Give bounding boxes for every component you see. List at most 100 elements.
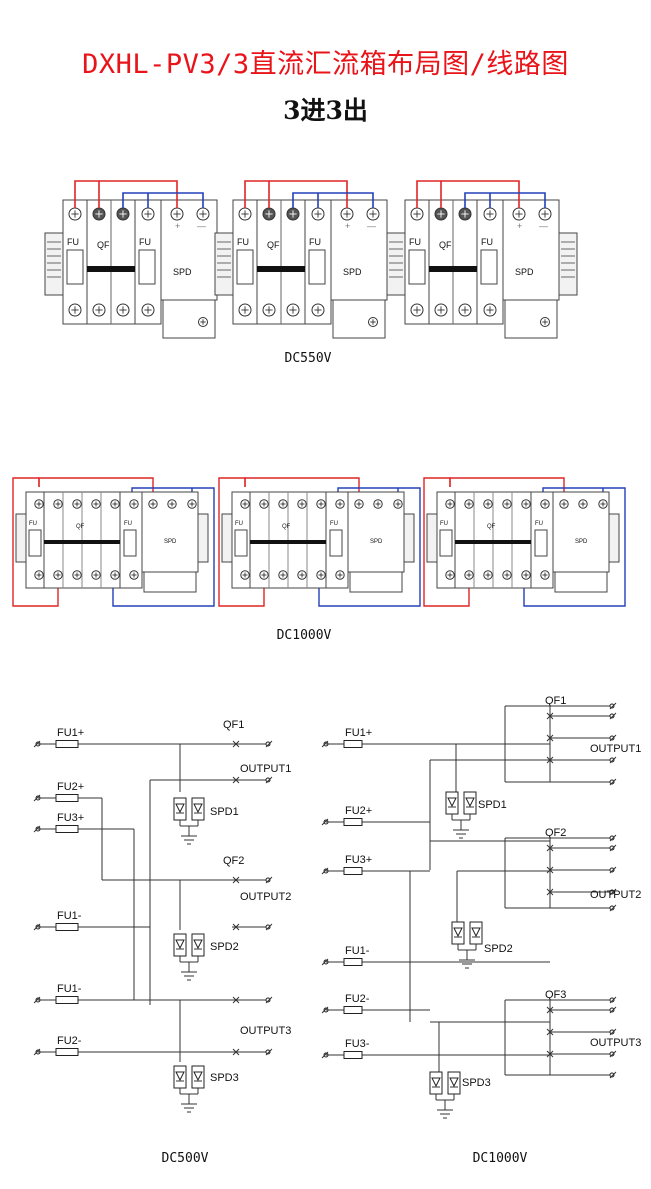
- terminal-slash: [609, 756, 617, 764]
- output-terminal: [609, 867, 615, 873]
- spd-label: SPD2: [210, 941, 239, 953]
- terminal-slash: [609, 1050, 617, 1058]
- spd-arrester-diode: [175, 939, 185, 950]
- terminal-slash: [321, 867, 329, 875]
- spd-base: [349, 571, 403, 593]
- terminal-slash: [265, 923, 273, 931]
- output-terminal: [265, 777, 271, 783]
- breaker-contact: [232, 776, 240, 784]
- spd-label: SPD: [515, 267, 534, 277]
- plus-sign: +: [517, 221, 522, 231]
- spd-label: SPD: [370, 539, 383, 545]
- fuse-symbol: [343, 818, 363, 826]
- qf-label: QF: [439, 240, 452, 250]
- fuse-symbol: [343, 740, 363, 748]
- fuse-symbol: [55, 1048, 79, 1056]
- terminal-slash: [321, 958, 329, 966]
- spd-base: [143, 571, 197, 593]
- fuse-symbol: [343, 1051, 363, 1059]
- wire-negative: [464, 192, 546, 208]
- page-subtitle: 3进3出: [283, 96, 368, 125]
- qf-label: QF: [97, 240, 110, 250]
- terminal-slash: [33, 740, 41, 748]
- terminal-slash: [609, 1028, 617, 1036]
- spd-arrester: [469, 921, 483, 945]
- terminal-slash: [265, 996, 273, 1004]
- plus-sign: +: [345, 221, 350, 231]
- wire-negative: [318, 487, 421, 607]
- output-label: OUTPUT3: [240, 1025, 291, 1037]
- spd-label: SPD: [575, 539, 588, 545]
- breaker-handle: [429, 266, 477, 272]
- fu-label: FU: [67, 237, 79, 247]
- spd-arrester: [173, 797, 187, 821]
- spd-arrester: [447, 1071, 461, 1095]
- breaker-contact: [232, 996, 240, 1004]
- terminal-slash: [609, 778, 617, 786]
- wire-negative: [292, 192, 374, 208]
- output-terminal: [265, 741, 271, 747]
- schematic-dc500v: FU1+FU2+FU3+FU1-FU1-FU2-QF1QF2OUTPUT1OUT…: [33, 719, 291, 1113]
- fuse-symbol: [343, 958, 363, 966]
- breaker-handle: [87, 266, 135, 272]
- fu-label: FU: [330, 521, 338, 527]
- terminal-slash: [265, 740, 273, 748]
- terminal-slash: [321, 740, 329, 748]
- breaker-handle: [257, 266, 305, 272]
- terminal-slash: [609, 1006, 617, 1014]
- output-terminal: [609, 835, 615, 841]
- spd-label: SPD: [343, 267, 362, 277]
- terminal-slash: [321, 1006, 329, 1014]
- output-label: OUTPUT2: [590, 889, 641, 901]
- breaker-label: QF2: [545, 827, 566, 839]
- terminal-slash: [33, 996, 41, 1004]
- fu-label: FU: [235, 521, 243, 527]
- qf-label: QF: [76, 524, 85, 530]
- fuse-symbol: [343, 867, 363, 875]
- terminal-slash: [321, 818, 329, 826]
- output-terminal: [609, 905, 615, 911]
- spd-label: SPD2: [484, 943, 513, 955]
- spd-arrester: [173, 1065, 187, 1089]
- wire-positive: [416, 180, 442, 208]
- output-terminal: [609, 735, 615, 741]
- spd-label: SPD: [164, 539, 177, 545]
- fu-label: FU: [481, 237, 493, 247]
- fuse-symbol: [343, 1006, 363, 1014]
- terminal-slash: [609, 866, 617, 874]
- terminal-slash: [609, 734, 617, 742]
- terminal-slash: [609, 1071, 617, 1079]
- spd-arrester-diode: [465, 797, 475, 808]
- wire-positive: [244, 180, 270, 208]
- din-rail-right: [197, 513, 209, 563]
- spd-label: SPD1: [478, 799, 507, 811]
- fuse-window: [234, 529, 248, 557]
- fuse-label: FU3-: [345, 1038, 370, 1050]
- caption-dc550v: DC550V: [285, 351, 332, 366]
- fu-label: FU: [124, 521, 132, 527]
- output-terminal: [609, 779, 615, 785]
- spd-arrester: [451, 921, 465, 945]
- terminal-slash: [609, 996, 617, 1004]
- spd-arrester: [445, 791, 459, 815]
- breaker-label: QF2: [223, 855, 244, 867]
- output-terminal: [609, 1029, 615, 1035]
- fu-label: FU: [139, 237, 151, 247]
- breaker-handle: [44, 540, 120, 544]
- spd-label: SPD3: [462, 1077, 491, 1089]
- fuse-label: FU2+: [57, 781, 84, 793]
- breaker-handle: [455, 540, 531, 544]
- terminal-slash: [609, 888, 617, 896]
- terminal-slash: [265, 776, 273, 784]
- spd-arrester-diode: [431, 1077, 441, 1088]
- terminal-slash: [609, 904, 617, 912]
- din-rail-left: [221, 513, 233, 563]
- spd-module: [502, 199, 560, 301]
- output-terminal: [265, 1049, 271, 1055]
- fuse-label: FU1-: [57, 910, 82, 922]
- terminal-slash: [33, 923, 41, 931]
- fuse-symbol: [55, 923, 79, 931]
- minus-sign: —: [197, 221, 206, 231]
